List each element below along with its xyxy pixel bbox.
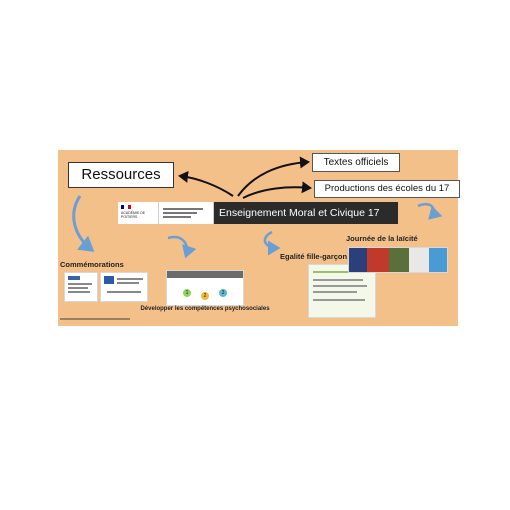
- logo-text: ACADÉMIE DE POITIERS: [121, 211, 146, 219]
- productions-box[interactable]: Productions des écoles du 17: [314, 180, 460, 198]
- blue-arrow-competences: [167, 235, 197, 259]
- arrow-to-productions: [242, 181, 312, 199]
- circle-2: 2: [201, 292, 209, 300]
- arrow-to-textes: [237, 156, 310, 197]
- competences-label[interactable]: Développer les compétences psychosociale…: [140, 306, 270, 312]
- commemorations-caption-line: [60, 318, 130, 320]
- commemorations-thumb-1[interactable]: [64, 272, 98, 302]
- blue-arrow-egalite: [263, 230, 281, 256]
- journee-laicite-thumb[interactable]: [348, 247, 448, 273]
- circle-1: 1: [183, 289, 191, 297]
- commemorations-label[interactable]: Commémorations: [60, 260, 124, 269]
- blue-arrow-laicite: [417, 202, 443, 220]
- circle-3: 3: [219, 289, 227, 297]
- mind-map-board: Ressources Textes officiels Productions …: [58, 150, 460, 326]
- egalite-label[interactable]: Egalité fille-garçon: [280, 252, 348, 261]
- commemorations-thumb-2[interactable]: [100, 272, 148, 302]
- banner-title: Enseignement Moral et Civique 17: [219, 207, 380, 219]
- blue-arrow-commemorations: [72, 195, 95, 252]
- journee-laicite-label[interactable]: Journée de la laïcité: [346, 234, 418, 243]
- arrow-to-ressources: [178, 170, 234, 197]
- banner-subtitle-block: [159, 202, 214, 224]
- ressources-box[interactable]: Ressources: [68, 162, 174, 188]
- textes-officiels-box[interactable]: Textes officiels: [312, 153, 400, 172]
- arrows-layer: [72, 156, 443, 259]
- academie-logo: ACADÉMIE DE POITIERS: [118, 202, 159, 224]
- emc-banner[interactable]: ACADÉMIE DE POITIERS Enseignement Moral …: [118, 202, 398, 224]
- competences-thumb[interactable]: 1 2 3: [166, 270, 244, 306]
- egalite-thumb[interactable]: [308, 264, 376, 318]
- flag-icon: [121, 205, 131, 209]
